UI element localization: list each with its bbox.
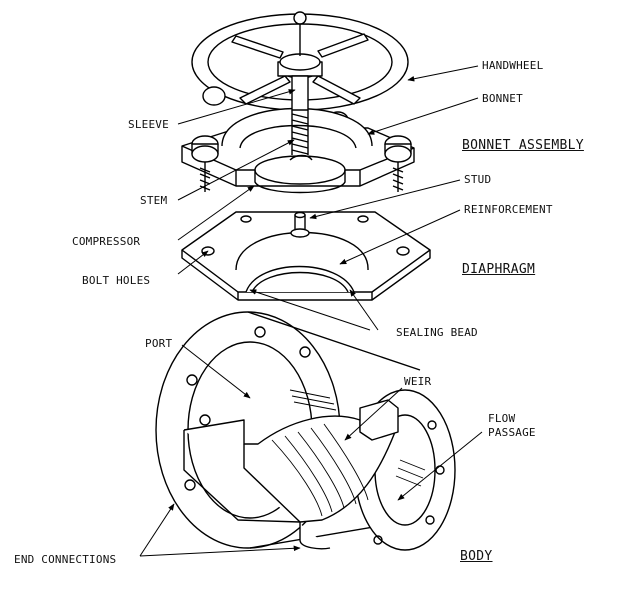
label-bonnet: BONNET [482, 92, 523, 105]
label-sealing-bead: SEALING BEAD [396, 326, 478, 339]
stem-thread [291, 110, 309, 155]
label-end-connections: END CONNECTIONS [14, 553, 117, 566]
section-diaphragm: DIAPHRAGM [462, 262, 536, 277]
section-body: BODY [460, 549, 493, 564]
section-bonnet-assembly: BONNET ASSEMBLY [462, 138, 584, 153]
leader-lines [139, 65, 483, 557]
label-sleeve: SLEEVE [128, 118, 169, 131]
compressor-drawing [254, 154, 346, 194]
label-passage: PASSAGE [488, 426, 536, 439]
label-stud: STUD [464, 173, 492, 186]
label-reinforcement: REINFORCEMENT [464, 203, 553, 216]
label-weir: WEIR [404, 375, 432, 388]
label-flow: FLOW [488, 412, 516, 425]
label-stem: STEM [140, 194, 168, 207]
handwheel-drawing [191, 11, 409, 129]
bolt-right [384, 135, 412, 192]
bolt-left [191, 135, 219, 192]
label-handwheel: HANDWHEEL [482, 59, 544, 72]
label-compressor: COMPRESSOR [72, 235, 141, 248]
label-port: PORT [145, 337, 173, 350]
label-bolt-holes: BOLT HOLES [82, 274, 151, 287]
body-drawing [155, 311, 456, 551]
diaphragm-drawing [181, 211, 431, 301]
